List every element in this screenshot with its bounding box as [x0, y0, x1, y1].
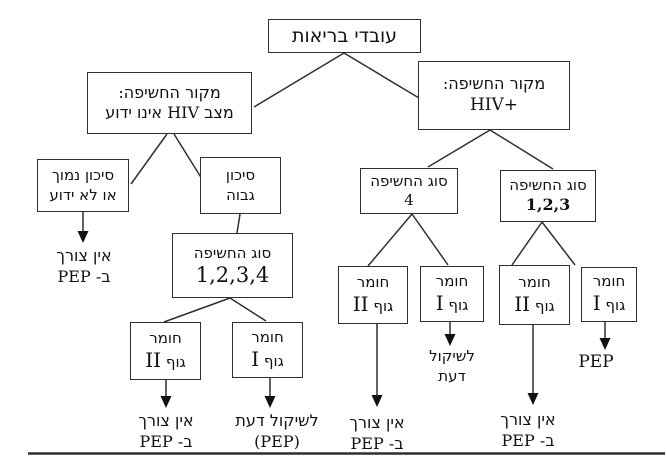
outcome-line1: אין צורך	[56, 246, 112, 265]
substance-word: גוף	[373, 296, 394, 315]
node-exposure-type-4-line1: סוג החשיפה	[370, 171, 448, 190]
node-exposure-type-4: סוג החשיפה 4	[360, 168, 458, 214]
node-exposure-type-1234: סוג החשיפה 1,2,3,4	[172, 233, 293, 298]
substance-word: גוף	[605, 296, 626, 315]
substance-word: גוף	[534, 296, 555, 315]
substance-label: חומר	[356, 272, 390, 291]
outcome-consider-pep-left: לשיקול דעת (PEP)	[222, 411, 332, 453]
node-exposure-type-4-line2: 4	[404, 191, 414, 209]
outcome-line1: אין צורך	[138, 411, 194, 430]
outcome-line2: (PEP)	[254, 431, 300, 451]
outcome-no-pep-risk-low: אין צורך ב- PEP	[29, 246, 139, 288]
node-source-hiv-positive-line2: HIV+	[469, 94, 519, 115]
node-risk-low-line1: סיכון נמוך	[51, 166, 115, 185]
substance-label: חומר	[251, 327, 284, 346]
substance-label: חומר	[592, 272, 626, 291]
outcome-line1: אין צורך	[500, 410, 556, 429]
substance-word: גוף	[448, 295, 469, 314]
node-source-hiv-unknown-line2: מצב HIV אינו ידוע	[105, 103, 234, 122]
node-risk-high-line1: סיכון	[225, 166, 256, 185]
outcome-no-pep-right: אין צורך ב- PEP	[473, 410, 583, 452]
node-exposure-type-123: סוג החשיפה 1,2,3	[500, 170, 596, 222]
outcome-consider-mid: לשיקול דעת	[407, 347, 497, 386]
outcome-line1: אין צורך	[349, 413, 405, 432]
substance-numeral: I	[251, 346, 260, 371]
substance-numeral: I	[435, 290, 444, 315]
substance-numeral: I	[592, 291, 601, 316]
outcome-no-pep-left: אין צורך ב- PEP	[111, 411, 221, 453]
node-risk-low-line2: או לא ידוע	[49, 185, 117, 204]
outcome-no-pep-mid: אין צורך ב- PEP	[322, 413, 432, 455]
node-body-substance-1-right: חומר גוף I	[581, 267, 637, 322]
outcome-line2: ב- PEP	[501, 430, 555, 450]
outcome-line2: ב- PEP	[57, 266, 111, 286]
node-health-workers-label: עובדי בריאות	[291, 24, 398, 47]
substance-numeral: II	[145, 347, 162, 372]
substance-label: חומר	[518, 272, 551, 291]
outcome-line2: ב- PEP	[350, 433, 404, 453]
node-source-hiv-unknown-line1: מקור החשיפה:	[118, 82, 221, 102]
node-exposure-type-123-line1: סוג החשיפה	[509, 176, 587, 195]
node-risk-low-unknown: סיכון נמוך או לא ידוע	[37, 159, 129, 212]
node-risk-high-line2: גבוה	[226, 185, 255, 204]
node-exposure-type-123-line2: 1,2,3	[525, 195, 571, 215]
node-body-substance-1-mid: חומר גוף I	[420, 266, 484, 322]
node-body-substance-2-right: חומר גוף II	[499, 265, 570, 325]
node-source-hiv-unknown: מקור החשיפה: מצב HIV אינו ידוע	[87, 72, 252, 134]
outcome-line1: PEP	[578, 352, 614, 372]
outcome-line1: לשיקול דעת	[235, 411, 319, 430]
node-risk-high: סיכון גבוה	[200, 157, 281, 214]
substance-label: חומר	[435, 271, 469, 290]
node-source-hiv-positive-line1: מקור החשיפה:	[442, 74, 546, 94]
substance-label: חומר	[149, 328, 182, 347]
substance-numeral: II	[352, 291, 369, 316]
node-exposure-type-1234-line1: סוג החשיפה	[193, 243, 272, 262]
node-health-workers: עובדי בריאות	[268, 19, 421, 53]
outcome-line2: ב- PEP	[139, 431, 193, 451]
node-body-substance-2-mid: חומר גוף II	[338, 266, 408, 324]
substance-word: גוף	[263, 351, 284, 370]
arrowheads	[77, 231, 611, 408]
outcome-pep-right: PEP	[561, 351, 631, 373]
outcome-line1: לשיקול	[429, 347, 475, 365]
outcome-line2: דעת	[438, 366, 466, 385]
substance-numeral: II	[514, 291, 531, 316]
node-source-hiv-positive: מקור החשיפה: HIV+	[418, 61, 570, 130]
node-exposure-type-1234-line2: 1,2,3,4	[195, 263, 270, 288]
substance-word: גוף	[165, 352, 186, 371]
node-body-substance-1-left: חומר גוף I	[232, 322, 303, 378]
node-body-substance-2-left: חומר גוף II	[130, 322, 201, 380]
